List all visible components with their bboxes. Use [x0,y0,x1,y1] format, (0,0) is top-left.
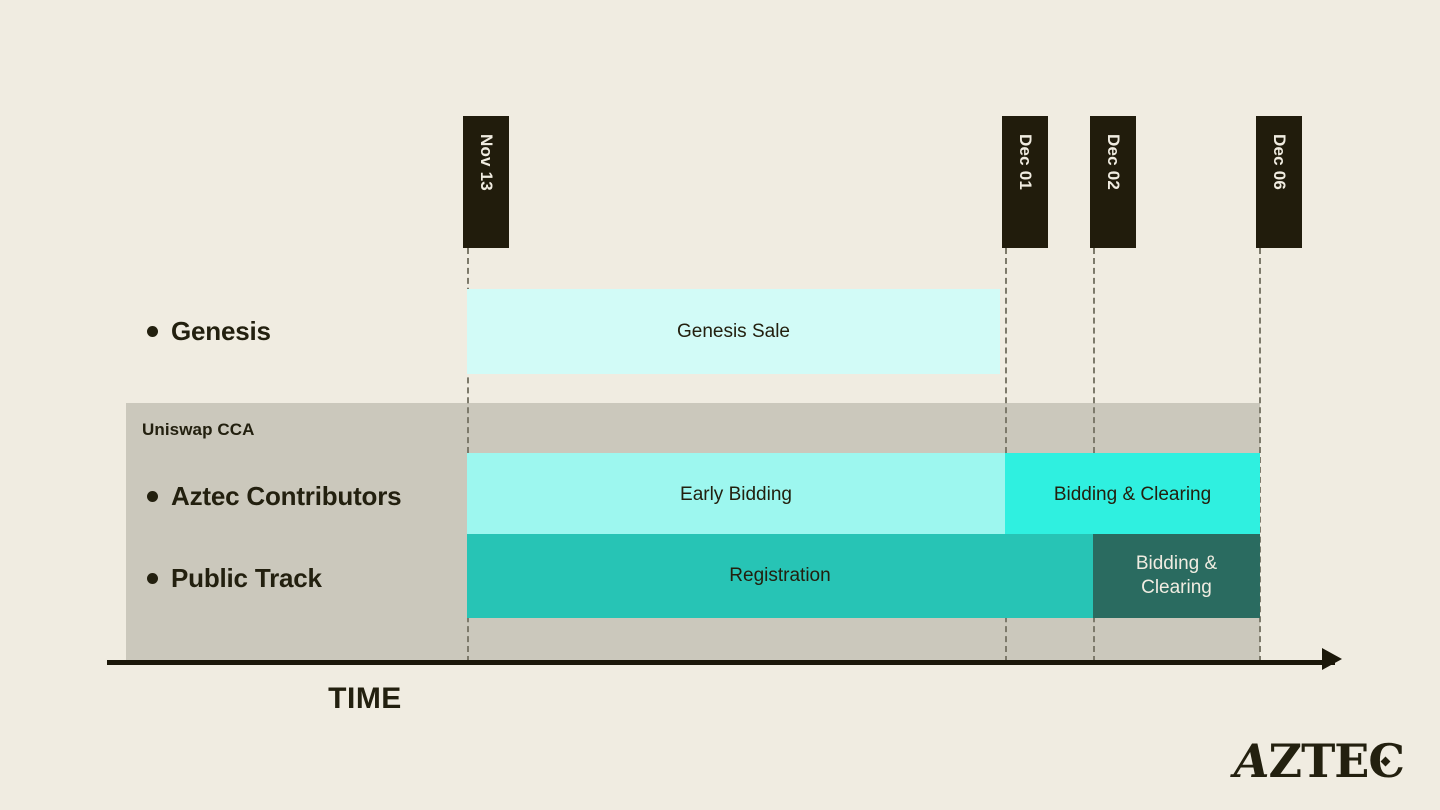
time-axis-title: TIME [0,682,1440,716]
bullet-icon [147,573,158,584]
bar-genesis-sale[interactable]: Genesis Sale [467,289,1000,374]
row-label-genesis: Genesis [147,316,271,347]
bar-early-bidding[interactable]: Early Bidding [467,453,1005,537]
row-label-aztec-contributors-text: Aztec Contributors [171,481,402,511]
date-marker-nov-13-label: Nov 13 [477,134,496,191]
date-marker-nov-13: Nov 13 [463,116,509,248]
aztec-logo-letter-a: A [1233,734,1270,788]
date-marker-dec-06-label: Dec 06 [1270,134,1289,191]
bar-registration-label: Registration [729,565,831,587]
uniswap-cca-label: Uniswap CCA [142,420,255,439]
row-label-aztec-contributors: Aztec Contributors [147,481,402,512]
date-marker-dec-06: Dec 06 [1256,116,1302,248]
time-axis-line [107,660,1335,665]
bar-bidding-clearing-public-line2: Clearing [1141,577,1212,598]
row-label-public-track: Public Track [147,563,322,594]
bar-registration[interactable]: Registration [467,534,1093,618]
bullet-icon [147,491,158,502]
guide-line-dec-06 [1259,248,1261,662]
bar-early-bidding-label: Early Bidding [680,484,792,506]
bar-bidding-clearing-contributors[interactable]: Bidding & Clearing [1005,453,1260,537]
time-axis-title-text: TIME [328,682,402,715]
date-marker-dec-01-label: Dec 01 [1016,134,1035,191]
row-label-genesis-text: Genesis [171,316,271,346]
aztec-logo: AZTEC [1233,734,1405,788]
row-label-public-track-text: Public Track [171,563,322,593]
bar-bidding-clearing-public-line1: Bidding & [1135,553,1218,575]
time-axis-arrow-icon [1322,648,1342,670]
aztec-logo-letter-c: C [1368,734,1405,788]
bar-genesis-sale-label: Genesis Sale [676,320,790,342]
bar-bidding-clearing-public[interactable]: Bidding & Clearing [1093,534,1260,618]
aztec-logo-rest: ZTE [1268,734,1370,788]
date-marker-dec-02: Dec 02 [1090,116,1136,248]
date-marker-dec-01: Dec 01 [1002,116,1048,248]
bar-bidding-clearing-contributors-label: Bidding & Clearing [1053,484,1212,506]
date-marker-dec-02-label: Dec 02 [1104,134,1123,191]
bullet-icon [147,326,158,337]
